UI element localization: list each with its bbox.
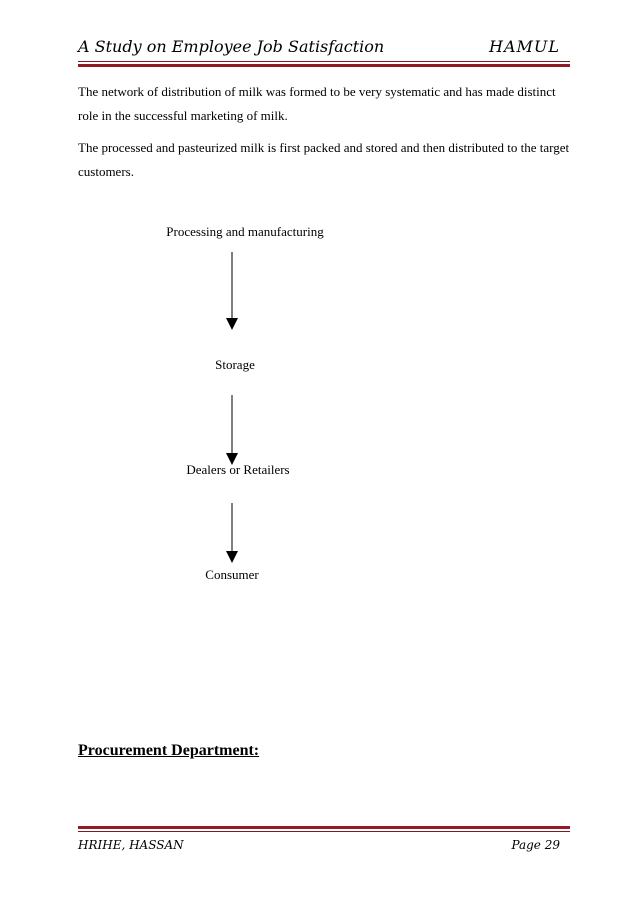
flow-step-consumer: Consumer <box>205 567 259 582</box>
flow-step-storage: Storage <box>215 357 255 372</box>
header-organization: HAMUL <box>489 37 560 56</box>
header-rule-thin <box>78 61 570 62</box>
header-title: A Study on Employee Job Satisfaction <box>78 37 385 56</box>
section-heading-procurement: Procurement Department: <box>78 742 260 759</box>
paragraph-distribution-network: The network of distribution of milk was … <box>78 84 556 123</box>
flow-step-processing: Processing and manufacturing <box>166 224 324 239</box>
paragraph-processed-milk: The processed and pasteurized milk is fi… <box>78 140 570 179</box>
footer-rule-thick <box>78 826 570 829</box>
flow-arrow-1 <box>226 252 238 330</box>
flow-arrow-3 <box>226 503 238 563</box>
footer-rule-thin <box>78 831 570 832</box>
footer-page-number: Page 29 <box>511 838 560 852</box>
flow-arrow-2 <box>226 395 238 465</box>
footer-author: HRIHE, HASSAN <box>78 838 184 852</box>
header-rule-thick <box>78 64 570 67</box>
flow-step-dealers: Dealers or Retailers <box>186 462 290 477</box>
